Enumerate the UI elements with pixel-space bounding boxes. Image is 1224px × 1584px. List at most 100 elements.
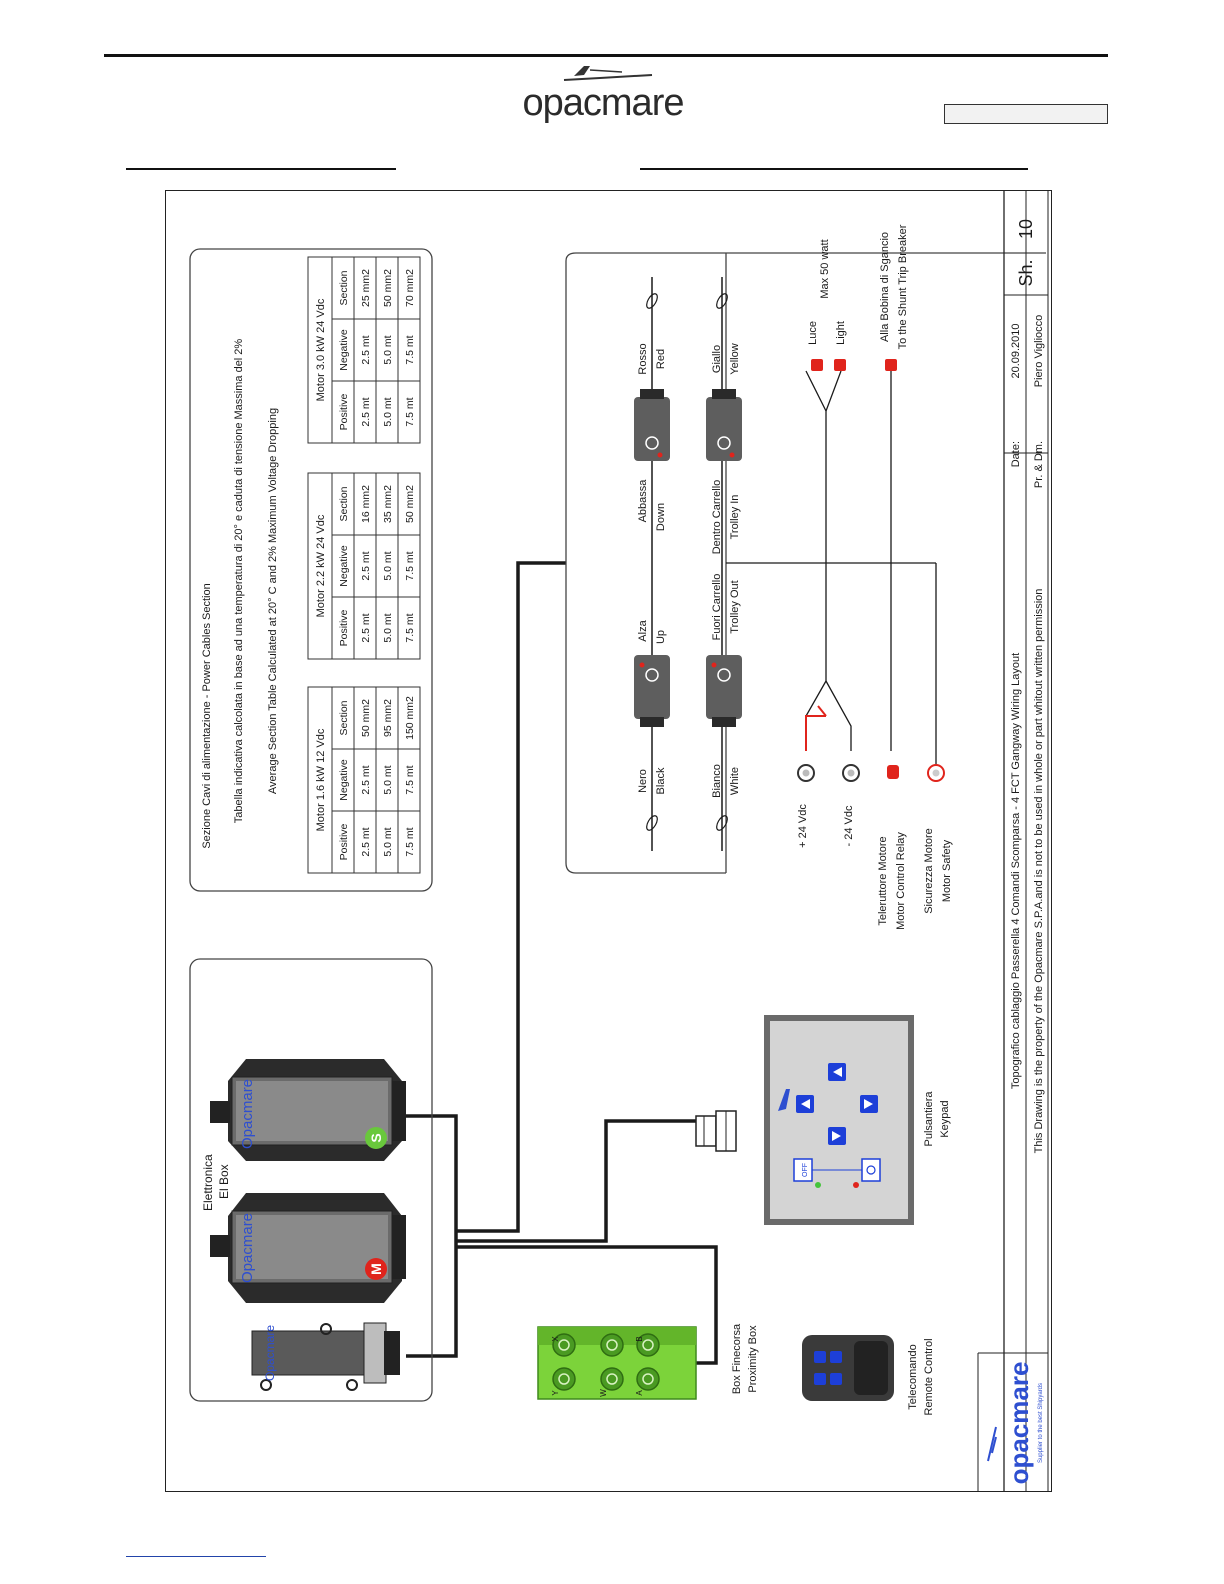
motor-table: Motor 2.2 kW 24 VdcPositiveNegativeSecti…: [307, 472, 421, 660]
switch-trolley-in: [706, 389, 742, 461]
keypad-label-en: Keypad: [939, 1100, 951, 1137]
footer-link-underline: [126, 1556, 266, 1557]
terminal-relay-icon: [887, 765, 899, 779]
switch-trolley-in-en: Trolley In: [729, 495, 741, 540]
motor-table-cell: 5.0 mt: [382, 613, 394, 642]
proximity-port-icon: [636, 1367, 660, 1391]
wire-black-en: Black: [655, 767, 667, 794]
motor-table-header: Positive: [338, 823, 350, 860]
wiring-diagram: Sezione Cavi di alimentazione - Power Ca…: [189, 191, 1049, 1491]
motor-table-cell: 5.0 mt: [382, 827, 394, 856]
safety-label-it: Sicurezza Motore: [923, 828, 935, 914]
el-box-panel: Elettronica El Box Opacmare S Opacmare M: [189, 958, 433, 1402]
proximity-port-icon: [552, 1333, 576, 1357]
keypad-red-led-icon: [853, 1182, 859, 1188]
title-tagline: Supplier to the best Shipyards: [1038, 1383, 1044, 1463]
relay-unit-brand: Opacmare: [263, 1325, 277, 1381]
light-label-it: Luce: [807, 321, 819, 345]
badge-m-icon: [365, 1258, 387, 1280]
motor-table-cell: 70 mm2: [404, 269, 416, 307]
wire-black-it: Nero: [637, 769, 649, 793]
safety-label-en: Motor Safety: [941, 839, 953, 902]
motor-table-cell: 7.5 mt: [404, 335, 416, 364]
proximity-port-label: X: [551, 1336, 560, 1342]
title-block: Topografico cablaggio Passerella 4 Coman…: [977, 191, 1049, 1491]
motor-table-name: Motor 3.0 kW 24 Vdc: [315, 298, 327, 401]
power-table-note-it: Tabella indicativa calcolata in base ad …: [233, 339, 245, 824]
shunt-label-en: To the Shunt Trip Breaker: [897, 224, 909, 349]
brand-logo: opacmare: [522, 82, 685, 124]
max-watt-label: Max 50 watt: [819, 239, 831, 298]
remote-label-it: Telecomando: [907, 1344, 919, 1409]
motor-table-cell: 95 mm2: [382, 699, 394, 737]
title-logo-boat-icon: [987, 1426, 997, 1462]
sheet-label: Sh.: [1016, 259, 1036, 286]
proximity-port-label: W: [599, 1389, 608, 1397]
badge-s-icon: [365, 1127, 387, 1149]
light-label-en: Light: [835, 321, 847, 345]
motor-table-cell: 16 mm2: [360, 485, 372, 523]
wires: [406, 561, 718, 1365]
motor-table-cell: 2.5 mt: [360, 827, 372, 856]
motor-table-header: Section: [338, 270, 350, 305]
switch-trolley-out-it: Fuori Carrello: [711, 574, 723, 641]
author-label: Pr. & Dm.: [1033, 441, 1045, 488]
proximity-port-label: A: [635, 1390, 644, 1396]
shunt-label-it: Alla Bobina di Sgancio: [879, 232, 891, 342]
badge-m: M: [368, 1263, 384, 1275]
plus24-label: + 24 Vdc: [797, 804, 809, 848]
motor-table-cell: 2.5 mt: [360, 613, 372, 642]
wire-red-it: Rosso: [637, 343, 649, 374]
el-box-label-en: El Box: [217, 1164, 231, 1199]
title-logo: opacmare: [1004, 1362, 1034, 1485]
switch-trolley-out-en: Trolley Out: [729, 580, 741, 633]
date-value: 20.09.2010: [1010, 323, 1022, 378]
motor-table-name: Motor 1.6 kW 12 Vdc: [315, 728, 327, 831]
control-unit-s: Opacmare S: [210, 1059, 406, 1161]
switch-panel: Abbassa Down Alza Up Dentro Carrello Tro…: [565, 252, 1046, 874]
switch-trolley-out: [706, 655, 742, 727]
motor-table-cell: 7.5 mt: [404, 827, 416, 856]
wire-red-en: Red: [655, 349, 667, 369]
drawing-sheet: Sezione Cavi di alimentazione - Power Ca…: [165, 190, 1052, 1492]
drawing-title: Topografico cablaggio Passerella 4 Coman…: [1010, 653, 1022, 1089]
motor-table-header: Section: [338, 700, 350, 735]
terminal-shunt-icon: [885, 359, 897, 371]
motor-table-header: Positive: [338, 609, 350, 646]
motor-table-cell: 2.5 mt: [360, 551, 372, 580]
proximity-port-icon: [552, 1367, 576, 1391]
proximity-label-it: Box Finecorsa: [731, 1323, 743, 1394]
proximity-port-icon: [636, 1333, 660, 1357]
remote-control: Telecomando Remote Control: [802, 1335, 935, 1416]
motor-table-cell: 5.0 mt: [382, 765, 394, 794]
switch-up: [634, 655, 670, 727]
motor-table: Motor 3.0 kW 24 VdcPositiveNegativeSecti…: [307, 256, 421, 444]
date-label: Date:: [1010, 441, 1022, 467]
relay-unit: Opacmare: [251, 1322, 400, 1391]
power-table-note-en: Average Section Table Calculated at 20° …: [267, 408, 279, 794]
control-unit-m: Opacmare M: [210, 1193, 406, 1303]
motor-table-cell: 2.5 mt: [360, 335, 372, 364]
keypad-light-button[interactable]: [861, 1158, 881, 1182]
motor-table-cell: 7.5 mt: [404, 765, 416, 794]
switch-down: [634, 389, 670, 461]
switch-up-it: Alza: [637, 619, 649, 641]
motor-table: Motor 1.6 kW 12 VdcPositiveNegativeSecti…: [307, 686, 421, 874]
power-table-title: Sezione Cavi di alimentazione - Power Ca…: [201, 583, 213, 848]
motor-table-cell: 5.0 mt: [382, 335, 394, 364]
switch-down-it: Abbassa: [637, 479, 649, 523]
motor-table-cell: 25 mm2: [360, 269, 372, 307]
motor-table-cell: 50 mm2: [404, 485, 416, 523]
header-right-underline: [640, 168, 1028, 170]
header-ref-box: [944, 104, 1108, 124]
wire-yellow-en: Yellow: [729, 343, 741, 374]
el-box-label-it: Elettronica: [201, 1154, 215, 1211]
property-note: This Drawing is the property of the Opac…: [1033, 589, 1045, 1154]
proximity-port-label: Y: [551, 1390, 560, 1396]
motor-table-cell: 50 mm2: [382, 269, 394, 307]
motor-table-header: Negative: [338, 545, 350, 587]
motor-table-name: Motor 2.2 kW 24 Vdc: [315, 514, 327, 617]
keypad-green-led-icon: [815, 1182, 821, 1188]
